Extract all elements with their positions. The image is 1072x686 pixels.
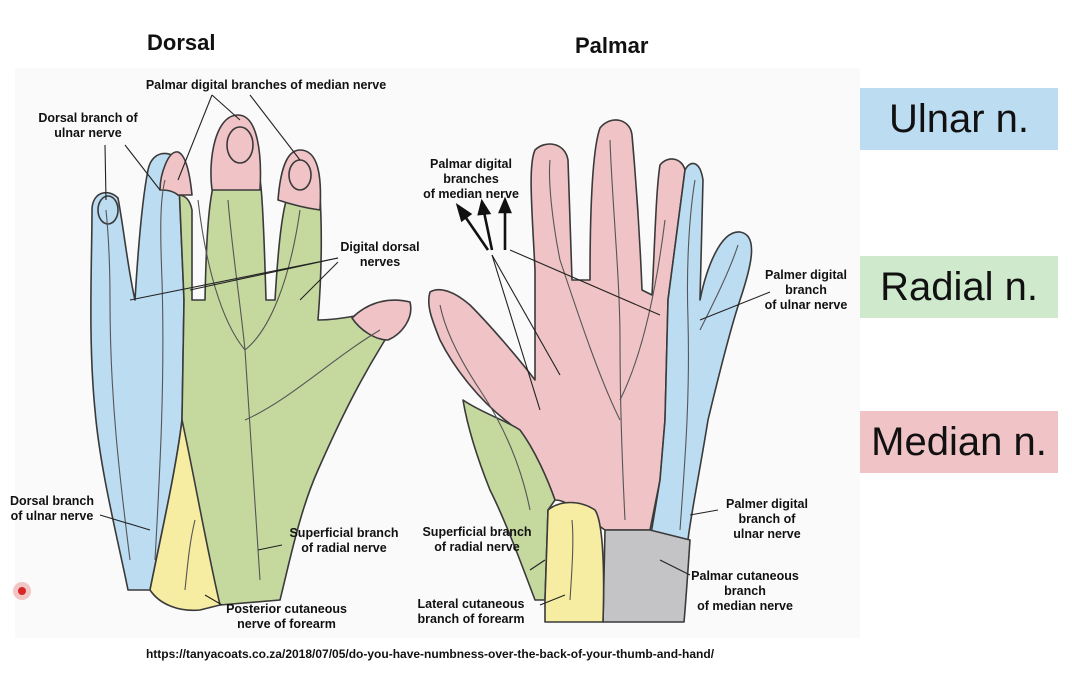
arrows — [455, 196, 512, 251]
label-dorsal-branch-ulnar-bottom: Dorsal branch of ulnar nerve — [9, 494, 95, 523]
palmar-header: Palmar — [575, 33, 649, 58]
dorsal-posterior-region — [149, 419, 221, 612]
legend-radial: Radial n. — [860, 256, 1058, 318]
label-palmer-digital-ulnar-bottom: Palmer digital branch of ulnar nerve — [726, 497, 808, 541]
palmar-hand — [427, 119, 753, 623]
label-palmar-cutaneous-median: Palmar cutaneous branch of median nerve — [691, 569, 799, 613]
source-url[interactable]: https://tanyacoats.co.za/2018/07/05/do-y… — [145, 647, 715, 661]
label-palmar-digital-median-palm: Palmar digital branches of median nerve — [423, 157, 519, 201]
palmar-lateral-region — [544, 501, 605, 623]
label-dorsal-branch-ulnar-top: Dorsal branch of ulnar nerve — [38, 111, 138, 140]
arrow-head — [455, 202, 473, 223]
legend-ulnar-label: Ulnar n. — [888, 96, 1030, 141]
record-indicator-icon[interactable] — [13, 582, 31, 600]
palmar-ulnar-region — [649, 162, 753, 541]
label-digital-dorsal: Digital dorsal nerves — [340, 240, 420, 269]
legend-ulnar: Ulnar n. — [860, 88, 1058, 150]
label-superficial-radial-palmar: Superficial branch of radial nerve — [422, 525, 532, 554]
legend-median-label: Median n. — [871, 419, 1047, 464]
label-palmer-digital-ulnar-top: Palmer digital branch of ulnar nerve — [764, 268, 848, 312]
arrow-head — [498, 196, 512, 214]
dorsal-header: Dorsal — [147, 30, 216, 55]
label-lateral-cutaneous: Lateral cutaneous branch of forearm — [417, 597, 525, 626]
label-posterior-cutaneous: Posterior cutaneous nerve of forearm — [226, 602, 347, 631]
dorsal-fingertip-middle — [210, 114, 262, 191]
leader-lines — [99, 94, 771, 606]
dorsal-hand — [90, 114, 412, 612]
dorsal-fingertip-ring — [277, 149, 322, 211]
palmar-cutaneous-region — [602, 529, 691, 623]
arrow-head — [477, 198, 492, 216]
dorsal-fingertip-index — [159, 151, 193, 196]
legend-radial-label: Radial n. — [880, 264, 1038, 309]
palmar-radial-region — [462, 399, 556, 601]
dorsal-fingertip-thumb — [351, 299, 412, 341]
label-superficial-radial-dorsal: Superficial branch of radial nerve — [289, 526, 399, 555]
legend-median: Median n. — [860, 411, 1058, 473]
label-palmar-digital-median-top: Palmar digital branches of median nerve — [145, 78, 387, 92]
